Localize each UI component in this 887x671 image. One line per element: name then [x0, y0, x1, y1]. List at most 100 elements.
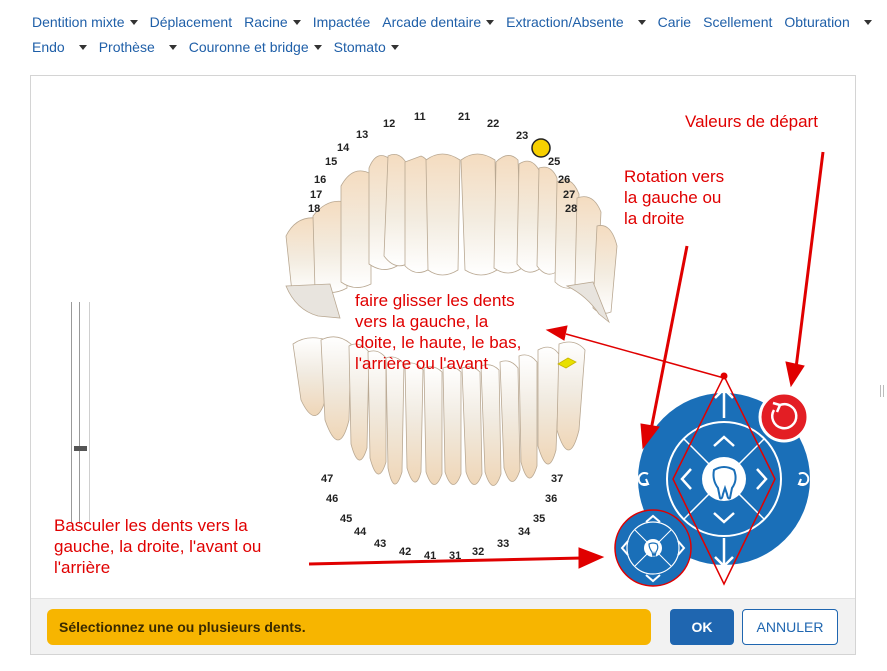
chevron-down-icon	[863, 19, 872, 25]
tooth-number-27[interactable]: 27	[563, 189, 575, 201]
tooth-number-43[interactable]: 43	[374, 538, 386, 550]
tooth-number-46[interactable]: 46	[326, 493, 338, 505]
arrow-down-icon[interactable]	[713, 512, 735, 524]
menu-proth-se[interactable]: Prothèse	[93, 39, 183, 55]
chevron-down-icon	[168, 44, 177, 50]
tooth-number-37[interactable]: 37	[551, 473, 563, 485]
tooth-number-23[interactable]: 23	[516, 130, 528, 142]
tooth-number-22[interactable]: 22	[487, 118, 499, 130]
tooth-viewer-panel: 18 17 16 15 14 13 12 11 21 22 23 24 25 2…	[30, 75, 856, 655]
tooth-number-36[interactable]: 36	[545, 493, 557, 505]
tilt-back-icon[interactable]	[645, 574, 661, 583]
menu-couronne-et-bridge[interactable]: Couronne et bridge	[183, 39, 328, 55]
tooth-number-16[interactable]: 16	[314, 174, 326, 186]
lower-tooth-numbers: 47 46 45 44 43 42 41 31 32 33 34 35 36 3…	[321, 473, 563, 562]
status-message: Sélectionnez une ou plusieurs dents.	[47, 609, 651, 645]
menu-label: Carie	[657, 14, 692, 30]
menu-carie[interactable]: Carie	[652, 14, 697, 30]
tooth-number-41[interactable]: 41	[424, 550, 436, 562]
rotate-reset-icon	[771, 403, 798, 430]
tilt-control[interactable]	[614, 509, 692, 587]
annotation-arrows	[308, 151, 825, 569]
tooth-number-26[interactable]: 26	[558, 174, 570, 186]
slider-thumb[interactable]	[74, 446, 87, 451]
chevron-down-icon	[637, 19, 646, 25]
menu-endo[interactable]: Endo	[26, 39, 93, 55]
tooth-number-11[interactable]: 11	[414, 111, 426, 123]
dentition-3d-view[interactable]: 18 17 16 15 14 13 12 11 21 22 23 24 25 2…	[31, 76, 855, 596]
cancel-button[interactable]: ANNULER	[742, 609, 838, 645]
resize-handle[interactable]	[880, 385, 884, 397]
slider-rail	[79, 302, 80, 524]
tooth-number-33[interactable]: 33	[497, 538, 509, 550]
tooth-center-button[interactable]	[702, 457, 746, 501]
selected-tooth-marker[interactable]	[531, 138, 551, 158]
tooth-number-42[interactable]: 42	[399, 546, 411, 558]
menu-arcade-dentaire[interactable]: Arcade dentaire	[376, 14, 500, 30]
menu-label: Endo	[32, 39, 65, 55]
tooth-number-17[interactable]: 17	[310, 189, 322, 201]
tooth-number-47[interactable]: 47	[321, 473, 333, 485]
menu-impact-e[interactable]: Impactée	[307, 14, 377, 30]
tooth-number-44[interactable]: 44	[354, 526, 367, 538]
rotate-left-icon[interactable]	[637, 472, 650, 486]
move-back-arrow-icon[interactable]	[714, 387, 734, 418]
tooth-icon	[648, 542, 659, 559]
arrow-right-icon[interactable]	[756, 468, 768, 490]
annotation-rotate: Rotation vers la gauche ou la droite	[624, 167, 725, 228]
menu-scellement[interactable]: Scellement	[697, 14, 778, 30]
tooth-number-32[interactable]: 32	[472, 546, 484, 558]
chevron-down-icon	[390, 44, 399, 50]
menu-extraction-absente[interactable]: Extraction/Absente	[500, 14, 652, 30]
menu-label: Déplacement	[149, 14, 233, 30]
chevron-down-icon	[78, 44, 87, 50]
tilt-forward-icon[interactable]	[645, 514, 661, 523]
menu-obturation[interactable]: Obturation	[778, 14, 877, 30]
diamond-highlight	[672, 374, 776, 586]
slider-rail	[71, 302, 72, 524]
slider-rail	[89, 302, 90, 524]
menu-label: Scellement	[703, 14, 773, 30]
tooth-number-13[interactable]: 13	[356, 129, 368, 141]
tooth-number-14[interactable]: 14	[337, 142, 350, 154]
chevron-down-icon	[486, 19, 495, 25]
tooth-number-35[interactable]: 35	[533, 513, 545, 525]
annotation-slide: faire glisser les dents vers la gauche, …	[355, 291, 522, 373]
tooth-number-18[interactable]: 18	[308, 203, 320, 215]
tilt-left-icon[interactable]	[620, 540, 629, 556]
upper-arch[interactable]	[285, 153, 618, 324]
menu-label: Obturation	[784, 14, 850, 30]
dialog-footer: Sélectionnez une ou plusieurs dents. OK …	[31, 598, 855, 654]
zoom-slider[interactable]	[71, 302, 91, 524]
menu-label: Couronne et bridge	[188, 39, 309, 55]
rotate-right-icon[interactable]	[797, 472, 810, 486]
chevron-down-icon	[292, 19, 301, 25]
tooth-number-25[interactable]: 25	[548, 156, 560, 168]
menu-d-placement[interactable]: Déplacement	[144, 14, 239, 30]
tilt-right-icon[interactable]	[677, 540, 686, 556]
menu-row-1: Dentition mixte Déplacement Racine Impactée…	[26, 14, 878, 30]
annotation-reset: Valeurs de départ	[685, 112, 818, 131]
tooth-number-21[interactable]: 21	[458, 111, 470, 123]
menu-racine[interactable]: Racine	[238, 14, 307, 30]
arrow-left-icon[interactable]	[680, 468, 692, 490]
tooth-number-45[interactable]: 45	[340, 513, 352, 525]
tooth-number-12[interactable]: 12	[383, 118, 395, 130]
tooth-number-28[interactable]: 28	[565, 203, 577, 215]
arrow-up-icon[interactable]	[713, 435, 735, 447]
menu-label: Racine	[244, 14, 288, 30]
menu-dentition-mixte[interactable]: Dentition mixte	[26, 14, 144, 30]
ok-button[interactable]: OK	[670, 609, 734, 645]
move-forward-arrow-icon[interactable]	[714, 538, 734, 568]
menu-stomato[interactable]: Stomato	[328, 39, 405, 55]
lower-arch[interactable]	[292, 336, 586, 486]
menu-label: Stomato	[333, 39, 386, 55]
tooth-number-31[interactable]: 31	[449, 550, 461, 562]
menu-row-2: Endo Prothèse Couronne et bridge Stomato	[26, 39, 405, 55]
annotation-tilt: Basculer les dents vers la gauche, la dr…	[54, 516, 262, 577]
tooth-icon	[712, 466, 737, 500]
tooth-number-34[interactable]: 34	[518, 526, 531, 538]
reset-button[interactable]	[758, 391, 810, 443]
menu-label: Arcade dentaire	[382, 14, 482, 30]
tooth-number-15[interactable]: 15	[325, 156, 337, 168]
